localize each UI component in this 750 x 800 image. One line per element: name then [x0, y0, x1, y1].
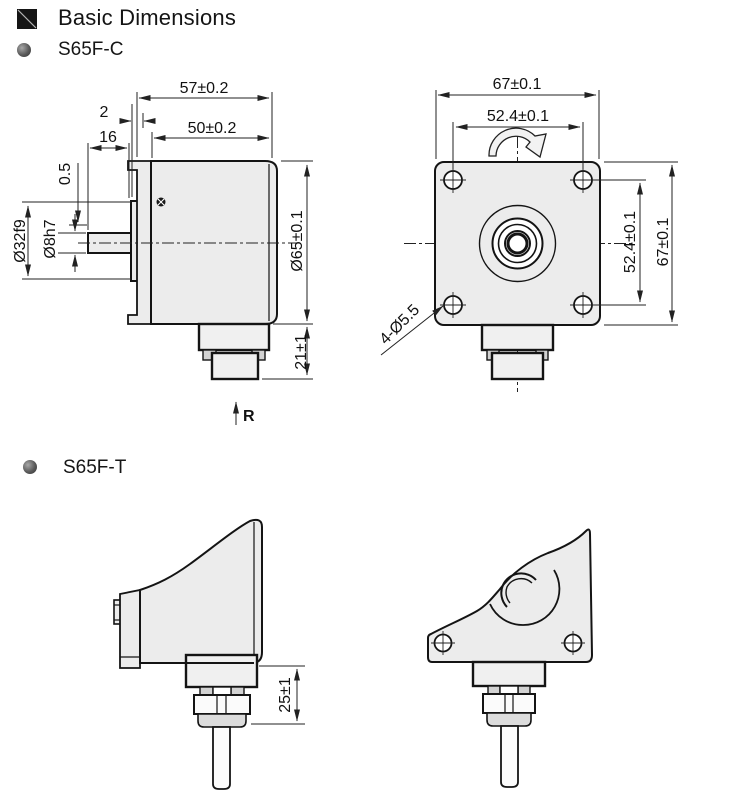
connector-lower: [210, 351, 260, 381]
dim-shaft-length: [87, 143, 130, 230]
dim-pilot-dia: [22, 201, 131, 280]
gland-collar: [197, 713, 247, 728]
dim-pitch-height: [593, 179, 646, 306]
s65ft-side-view: 25±1: [113, 518, 305, 790]
connector-block: [471, 660, 547, 688]
dim-total-height: [604, 161, 678, 326]
mounting-holes: [431, 631, 585, 655]
connector-height-label: 21±1: [293, 334, 310, 370]
cable-gland-nut: [482, 693, 536, 714]
connector-upper: [480, 323, 555, 352]
reference-label: R: [243, 408, 255, 425]
dim-shaft-dia: [58, 214, 86, 272]
cable: [500, 725, 519, 788]
gland-height-label: 25±1: [277, 677, 294, 713]
pitch-height-label: 52.4±0.1: [622, 211, 639, 273]
pilot-dia-label: Ø32f9: [12, 219, 29, 263]
rotation-arrow-icon: [488, 127, 547, 159]
dim-body-length: [151, 132, 270, 158]
dim-total-width: [435, 90, 600, 159]
model-label-s65f-c: S65F-C: [58, 39, 124, 60]
tangential-body: [139, 518, 263, 664]
shaft-length-label: 16: [99, 129, 117, 146]
model-label-s65f-t: S65F-T: [63, 457, 127, 478]
dim-total-length: [136, 92, 273, 158]
section-square-icon: [17, 9, 37, 29]
total-length-label: 57±0.2: [180, 80, 229, 97]
total-height-label: 67±0.1: [655, 217, 672, 266]
body-length-label: 50±0.2: [188, 120, 237, 137]
shaft-bore: [504, 230, 531, 257]
boss-arc: [489, 569, 561, 626]
tangential-plate: [427, 528, 594, 663]
body-dia-label: Ø65±0.1: [289, 210, 306, 271]
s65fc-front-view: 67±0.1 52.4±0.1 52.4±0.1 67±0.1 4-Ø5.5: [377, 76, 678, 392]
shaft-dia-label: Ø8h7: [42, 219, 59, 258]
dim-gland-height: [251, 665, 305, 725]
bullet-icon: [17, 43, 31, 57]
bullet-icon: [23, 460, 37, 474]
clamp-flange: [127, 160, 152, 325]
flange-offset-label: 2: [100, 104, 109, 121]
s65fc-side-view: 57±0.2 50±0.2 2 16 0.5 Ø32f9 Ø8h7 Ø65±0.…: [12, 80, 313, 425]
pitch-width-label: 52.4±0.1: [487, 108, 549, 125]
cable: [212, 726, 231, 790]
connector-upper: [197, 322, 271, 352]
gland-collar: [486, 712, 532, 727]
connector-lower: [490, 351, 545, 381]
mount-holes-label: 4-Ø5.5: [377, 301, 424, 348]
dim-body-dia: [273, 160, 313, 325]
s65ft-front-view: [427, 528, 594, 788]
page-title: Basic Dimensions: [58, 5, 237, 30]
mounting-holes: [440, 167, 596, 318]
cable-gland-nut: [193, 694, 251, 715]
clamp-flange: [119, 588, 141, 669]
dim-flange-offset: [119, 104, 156, 197]
dim-connector-height: [262, 326, 313, 380]
connector-block: [184, 653, 259, 689]
total-width-label: 67±0.1: [493, 76, 542, 93]
hole-leader-line: [380, 305, 444, 356]
step-label: 0.5: [57, 163, 74, 185]
dim-pitch-width: [452, 122, 584, 169]
